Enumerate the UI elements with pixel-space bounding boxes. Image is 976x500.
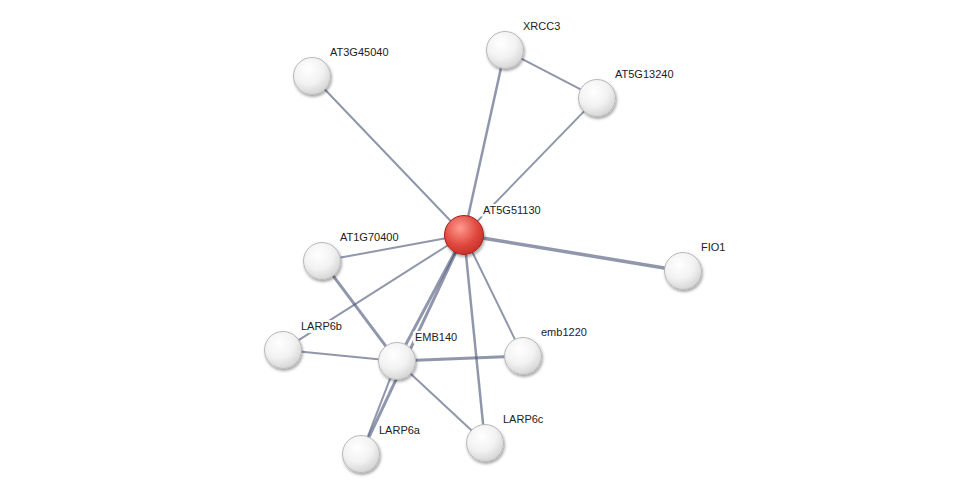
interaction-edge xyxy=(466,255,483,424)
node-label: AT1G70400 xyxy=(338,231,401,244)
interaction-edge xyxy=(302,352,378,359)
node-circle xyxy=(664,252,702,290)
node-label: LARP6a xyxy=(377,424,422,437)
protein-node: AT1G70400 xyxy=(303,242,341,280)
interaction-edge xyxy=(416,357,504,360)
node-circle xyxy=(264,331,302,369)
interaction-edge xyxy=(484,238,665,268)
interaction-edge xyxy=(522,59,580,89)
protein-node: XRCC3 xyxy=(486,31,524,69)
node-label: AT3G45040 xyxy=(328,46,391,59)
node-circle xyxy=(303,242,341,280)
node-label: EMB140 xyxy=(413,331,459,344)
protein-node: AT5G51130 xyxy=(444,215,484,255)
node-circle xyxy=(342,435,380,473)
interaction-edge xyxy=(369,253,455,437)
node-label: AT5G51130 xyxy=(481,204,543,217)
node-label: LARP6b xyxy=(299,320,344,333)
node-label: XRCC3 xyxy=(521,20,562,33)
protein-node: AT3G45040 xyxy=(293,57,331,95)
interaction-edge xyxy=(468,69,501,216)
node-label: AT5G13240 xyxy=(613,68,676,81)
interaction-edge xyxy=(325,90,450,221)
node-circle xyxy=(486,31,524,69)
node-circle xyxy=(293,57,331,95)
interaction-edge xyxy=(333,276,385,346)
protein-node: emb1220 xyxy=(504,337,542,375)
protein-node: EMB140 xyxy=(378,342,416,380)
node-label: FIO1 xyxy=(699,241,727,254)
node-circle xyxy=(466,424,504,462)
protein-node: LARP6b xyxy=(264,331,302,369)
node-circle xyxy=(378,342,416,380)
node-label: LARP6c xyxy=(501,413,545,426)
node-circle xyxy=(578,79,616,117)
protein-node: AT5G13240 xyxy=(578,79,616,117)
interaction-edge xyxy=(473,253,515,339)
interaction-edge xyxy=(478,112,584,221)
node-circle xyxy=(504,337,542,375)
interaction-edge xyxy=(411,374,471,430)
node-label: emb1220 xyxy=(539,326,589,339)
node-circle xyxy=(444,215,484,255)
protein-node: LARP6a xyxy=(342,435,380,473)
protein-node: FIO1 xyxy=(664,252,702,290)
protein-node: LARP6c xyxy=(466,424,504,462)
